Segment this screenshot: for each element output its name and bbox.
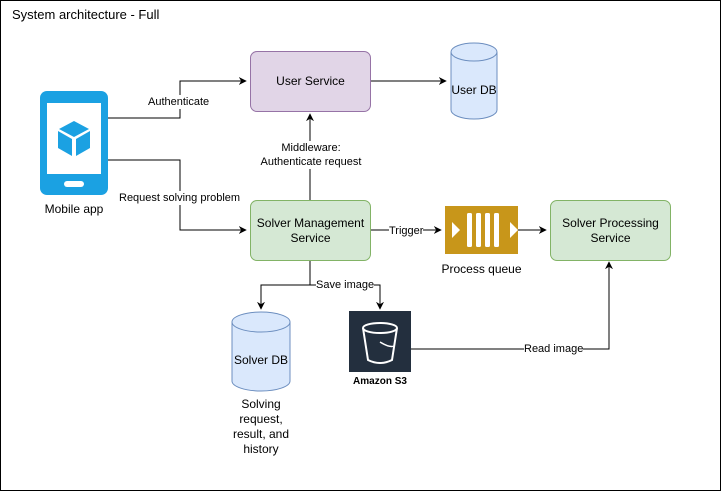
queue-icon <box>445 206 518 254</box>
solver-management-label: Solver Management Service <box>256 215 365 245</box>
solver-processing-node[interactable]: Solver Processing Service <box>550 200 671 261</box>
bucket-icon <box>349 311 411 372</box>
solver-processing-label: Solver Processing Service <box>562 215 659 245</box>
authenticate-label: Authenticate <box>148 95 210 109</box>
mobile-app-label: Mobile app <box>44 202 104 216</box>
save-image-label: Save image <box>316 278 375 292</box>
mobile-phone-icon <box>40 91 108 195</box>
amazon-s3-label: Amazon S3 <box>353 376 407 387</box>
process-queue-label: Process queue <box>441 262 522 276</box>
request-solving-label: Request solving problem <box>119 191 241 205</box>
edge-read-image <box>411 261 613 350</box>
solver-db-caption: Solving request, result, and history <box>232 397 290 456</box>
user-db-label: User DB <box>451 83 497 97</box>
user-db-icon <box>450 42 498 120</box>
user-service-node[interactable]: User Service <box>250 51 371 112</box>
cube-icon <box>58 121 90 156</box>
edge-save-to-db <box>257 260 311 310</box>
solver-db-icon <box>231 311 291 392</box>
middleware-label: Middleware: Authenticate request <box>256 141 366 169</box>
user-service-label: User Service <box>276 74 345 88</box>
solver-management-node[interactable]: Solver Management Service <box>250 200 371 261</box>
diagram-title: System architecture - Full <box>12 7 160 22</box>
solver-db-label: Solver DB <box>233 353 289 367</box>
trigger-label: Trigger <box>389 224 424 238</box>
read-image-label: Read image <box>524 342 584 356</box>
